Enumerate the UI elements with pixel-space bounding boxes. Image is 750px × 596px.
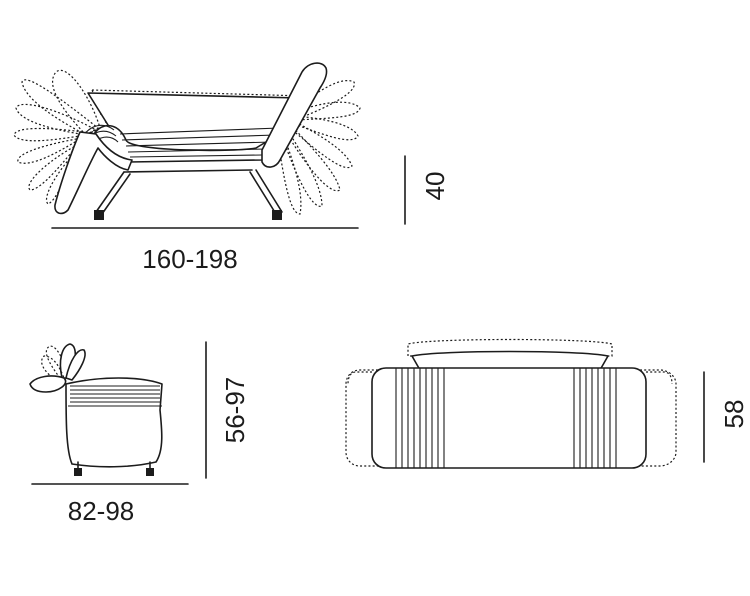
side-view: 56-97 82-98 [29,341,250,526]
front-height-label: 40 [420,172,450,201]
top-view: 58 [345,338,749,469]
side-depth-label: 82-98 [68,496,135,526]
front-width-label: 160-198 [142,244,237,274]
front-view: 40 160-198 [13,62,450,274]
top-depth-label: 58 [719,400,749,429]
side-height-label: 56-97 [220,377,250,444]
